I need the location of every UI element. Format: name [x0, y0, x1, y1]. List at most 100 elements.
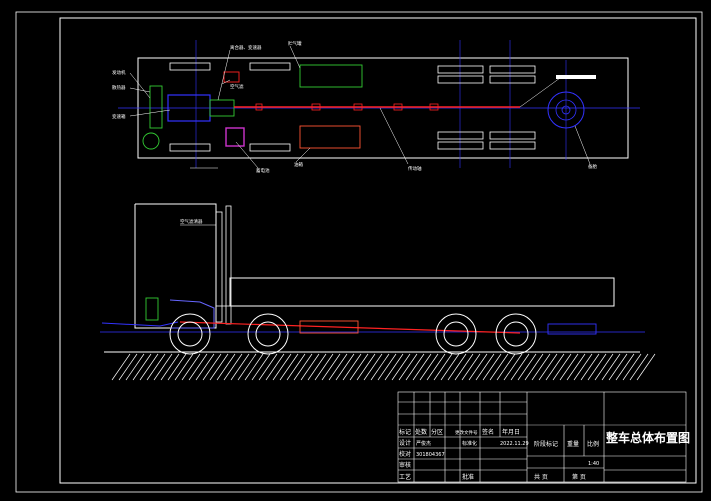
radiator	[149, 85, 163, 129]
hatch-line	[188, 353, 208, 381]
hatch-line	[636, 353, 656, 381]
hatch-line	[615, 353, 635, 381]
wheel-2	[247, 313, 289, 355]
callout-fuel-tank: 油箱	[294, 161, 303, 168]
callout-gearbox: 变速箱	[112, 113, 126, 120]
hatch-line	[153, 353, 173, 381]
tb-row-review-label: 审核	[399, 461, 411, 469]
rear-wheel-2	[437, 75, 484, 84]
hatch-line	[356, 353, 376, 381]
rear-wheel-8	[489, 141, 536, 150]
callout-driveshaft: 传动轴	[408, 165, 422, 172]
fan-circle	[142, 132, 160, 150]
hatch-line	[405, 353, 425, 381]
hatch-line	[314, 353, 334, 381]
callout-side-air-filter: 空气滤清器	[180, 218, 203, 225]
mid-wheel-left	[249, 62, 291, 71]
hatch-line	[545, 353, 565, 381]
hatch-line	[496, 353, 516, 381]
hatch-line	[391, 353, 411, 381]
callout-radiator: 散热器	[112, 84, 126, 91]
hatch-line	[328, 353, 348, 381]
tb-row-check-label: 校对	[399, 450, 411, 458]
hatch-line	[426, 353, 446, 381]
wheel-4	[495, 313, 537, 355]
hatch-line	[566, 353, 586, 381]
callout-clutch: 离合器、变速器	[230, 44, 262, 51]
tb-sheet-no: 第 页	[572, 473, 586, 481]
cargo-bed	[229, 277, 615, 307]
hatch-line	[258, 353, 278, 381]
hatch-line	[538, 353, 558, 381]
wheel-4-hub	[503, 321, 529, 347]
hatch-line	[265, 353, 285, 381]
cab-outline	[134, 203, 217, 329]
hatch-line	[468, 353, 488, 381]
tb-sheets-total: 共 页	[534, 473, 548, 481]
wheel-1	[169, 313, 211, 355]
outer-border	[15, 11, 703, 493]
rear-wheel-4	[489, 75, 536, 84]
front-bumper	[101, 321, 179, 327]
hatch-line	[230, 353, 250, 381]
hatch-line	[307, 353, 327, 381]
rear-wheel-5	[437, 131, 484, 140]
hatch-line	[118, 353, 138, 381]
rear-wheel-1	[437, 65, 484, 74]
hatch-line	[510, 353, 530, 381]
hatch-line	[321, 353, 341, 381]
front-wheel-left	[169, 62, 211, 71]
driveshaft-joints	[255, 103, 439, 111]
tb-header-zone: 分区	[431, 428, 443, 436]
hatch-line	[412, 353, 432, 381]
gearbox	[209, 99, 235, 117]
mid-wheel-right	[249, 143, 291, 152]
tb-row-approve: 批准	[462, 473, 474, 481]
callout-air-filter: 空气滤	[230, 83, 244, 90]
hatch-line	[531, 353, 551, 381]
hatch-line	[398, 353, 418, 381]
hatch-line	[195, 353, 215, 381]
hatch-line	[272, 353, 292, 381]
hatch-line	[524, 353, 544, 381]
hatch-line	[160, 353, 180, 381]
side-wheels	[169, 313, 537, 355]
hatch-line	[601, 353, 621, 381]
wheel-3	[435, 313, 477, 355]
hatch-line	[517, 353, 537, 381]
hatch-line	[216, 353, 236, 381]
hatch-line	[461, 353, 481, 381]
air-tank-plan	[299, 64, 363, 88]
hatch-line	[300, 353, 320, 381]
rear-wheel-6	[437, 141, 484, 150]
hatch-line	[293, 353, 313, 381]
rear-wheel-7	[489, 131, 536, 140]
tb-header-date: 年月日	[502, 428, 520, 436]
hatch-line	[580, 353, 600, 381]
hatch-line	[622, 353, 642, 381]
tb-row-design-label: 设计	[399, 439, 411, 447]
hatch-line	[174, 353, 194, 381]
tb-header-count: 处数	[415, 428, 427, 436]
hatch-line	[377, 353, 397, 381]
hatch-line	[349, 353, 369, 381]
tb-weight-label: 重量	[567, 440, 579, 448]
hatch-line	[370, 353, 390, 381]
spare-tire-mid	[555, 99, 577, 121]
tb-row-design-std: 标准化	[462, 440, 477, 447]
hatch-line	[111, 353, 131, 381]
hatch-line	[223, 353, 243, 381]
plan-leaders	[129, 45, 596, 169]
hatch-line	[342, 353, 362, 381]
tb-date-value: 2022.11.29	[500, 441, 529, 447]
hatch-line	[202, 353, 222, 381]
rear-wheel-3	[489, 65, 536, 74]
battery-side	[145, 297, 159, 321]
hatch-line	[335, 353, 355, 381]
fuel-tank-side	[299, 320, 359, 334]
air-filter	[223, 71, 240, 83]
exhaust-stack-1	[215, 211, 223, 323]
hatch-line	[454, 353, 474, 381]
tb-row-check-name: 301804367	[416, 452, 445, 458]
